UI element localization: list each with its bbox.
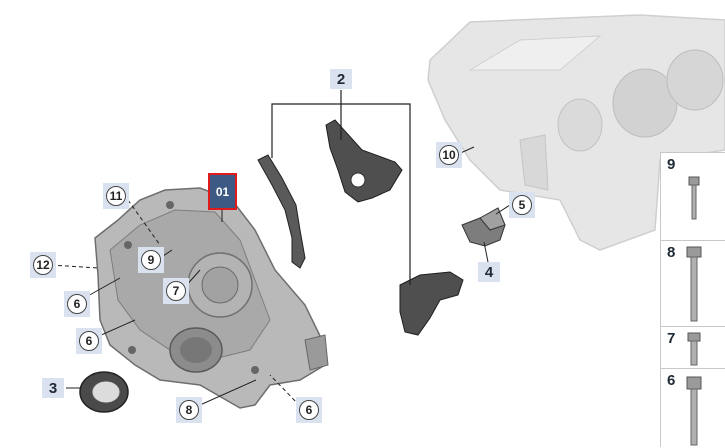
callout-7[interactable]: 7 bbox=[166, 281, 186, 301]
callout-3[interactable]: 3 bbox=[42, 378, 64, 398]
callout-9[interactable]: 9 bbox=[141, 250, 161, 270]
gasket-top-illustration[interactable] bbox=[325, 119, 403, 203]
sidebar-item-8[interactable]: 8 bbox=[661, 240, 725, 326]
gasket-narrow-illustration[interactable] bbox=[257, 154, 306, 269]
callout-12[interactable]: 12 bbox=[33, 255, 53, 275]
sidebar-item-label: 6 bbox=[667, 372, 676, 389]
callout-4[interactable]: 4 bbox=[478, 262, 500, 282]
callout-6-bottom[interactable]: 6 bbox=[299, 400, 319, 420]
callout-8[interactable]: 8 bbox=[179, 400, 199, 420]
bolt-icon bbox=[687, 332, 701, 366]
bolt-icon bbox=[688, 176, 700, 220]
bolt-icon bbox=[686, 246, 702, 322]
sensor-part-illustration[interactable] bbox=[461, 207, 506, 247]
bolt-sidebar: 9 8 7 6 bbox=[660, 152, 725, 447]
sidebar-item-label: 9 bbox=[667, 156, 676, 173]
callout-11[interactable]: 11 bbox=[106, 186, 126, 206]
timing-case-cover-illustration[interactable] bbox=[94, 187, 329, 409]
sidebar-item-6[interactable]: 6 bbox=[661, 368, 725, 447]
sidebar-item-label: 7 bbox=[667, 330, 676, 347]
sidebar-item-9[interactable]: 9 bbox=[661, 152, 725, 240]
leader-lines bbox=[50, 146, 511, 407]
engine-block-illustration[interactable] bbox=[427, 14, 725, 251]
shaft-seal-illustration[interactable] bbox=[79, 371, 129, 413]
callout-10[interactable]: 10 bbox=[439, 145, 459, 165]
callout-2[interactable]: 2 bbox=[330, 69, 352, 89]
bolt-icon bbox=[686, 376, 702, 446]
sidebar-item-label: 8 bbox=[667, 244, 676, 261]
callout-5[interactable]: 5 bbox=[512, 195, 532, 215]
callout-6-left-lower[interactable]: 6 bbox=[79, 331, 99, 351]
sidebar-item-7[interactable]: 7 bbox=[661, 326, 725, 368]
group-bracket-lines bbox=[271, 90, 411, 285]
selected-item-badge[interactable]: 01 bbox=[208, 173, 237, 210]
callout-6-left-upper[interactable]: 6 bbox=[67, 294, 87, 314]
gasket-bottom-illustration[interactable] bbox=[399, 271, 464, 336]
